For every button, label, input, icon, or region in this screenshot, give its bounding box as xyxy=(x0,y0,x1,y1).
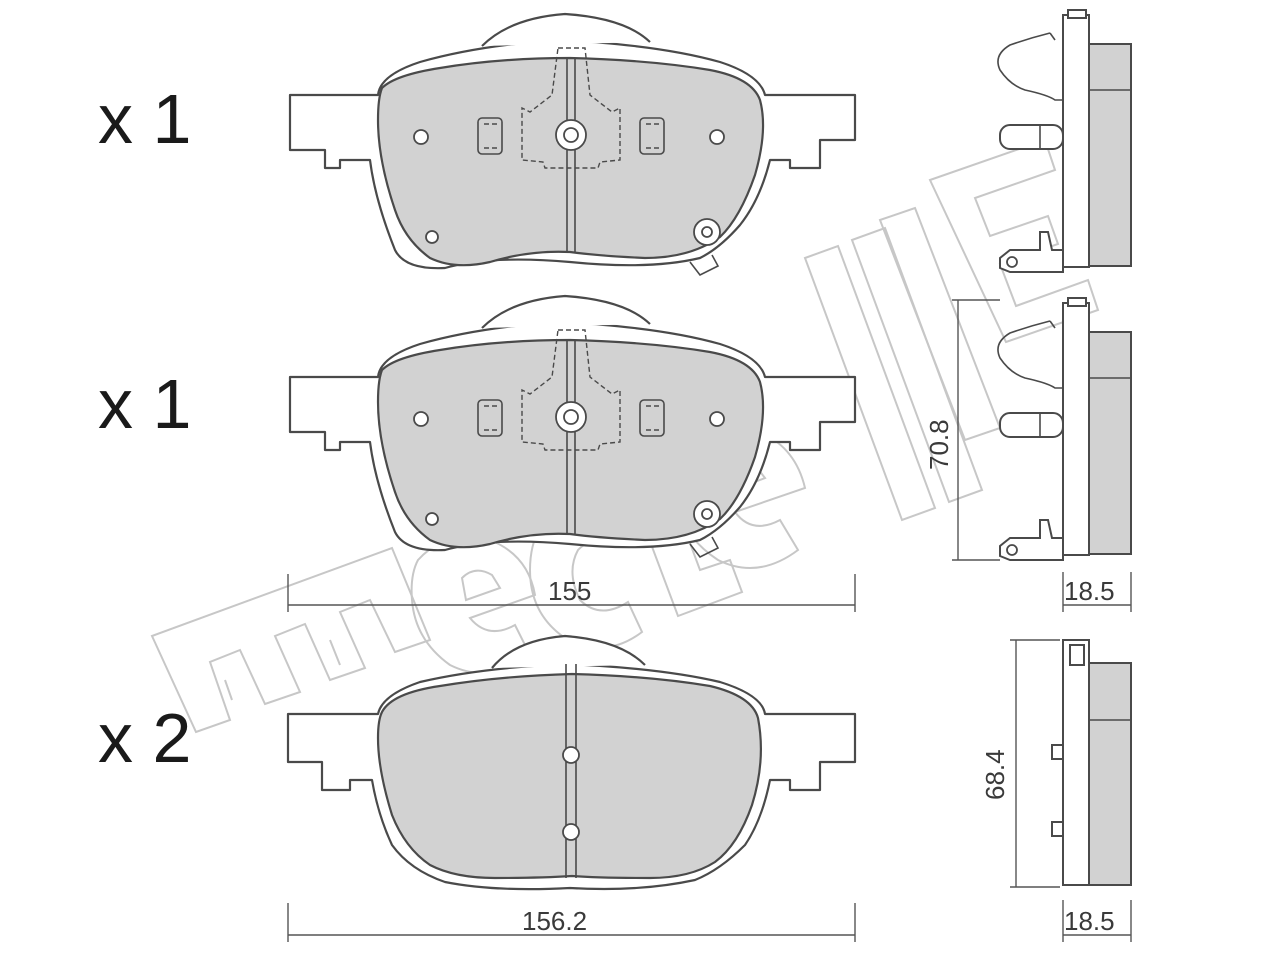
dimension-width-top-label: 155 xyxy=(548,576,591,606)
brake-pad-front-1 xyxy=(288,12,857,277)
dimension-height-bottom-label: 68.4 xyxy=(980,749,1010,800)
quantity-label-2: x 1 xyxy=(98,365,191,443)
dimension-width-bottom: 156.2 xyxy=(287,903,856,942)
brake-pad-front-3 xyxy=(286,634,857,891)
brake-pad-side-3 xyxy=(1051,639,1132,886)
dimension-thickness-top: 18.5 xyxy=(1062,572,1132,612)
dimension-width-top: 155 xyxy=(287,574,856,612)
dimension-thickness-bottom-label: 18.5 xyxy=(1064,906,1115,936)
brake-pad-side-1 xyxy=(996,9,1132,273)
brake-pad-front-2 xyxy=(288,294,857,559)
dimension-height-bottom: 68.4 xyxy=(980,639,1060,888)
dimension-width-bottom-label: 156.2 xyxy=(522,906,587,936)
quantity-label-3: x 2 xyxy=(98,699,191,777)
dimension-thickness-top-label: 18.5 xyxy=(1064,576,1115,606)
dimension-height-top: 70.8 xyxy=(924,299,1000,561)
dimension-thickness-bottom: 18.5 xyxy=(1062,900,1132,942)
quantity-label-1: x 1 xyxy=(98,80,191,158)
dimension-height-top-label: 70.8 xyxy=(924,419,954,470)
